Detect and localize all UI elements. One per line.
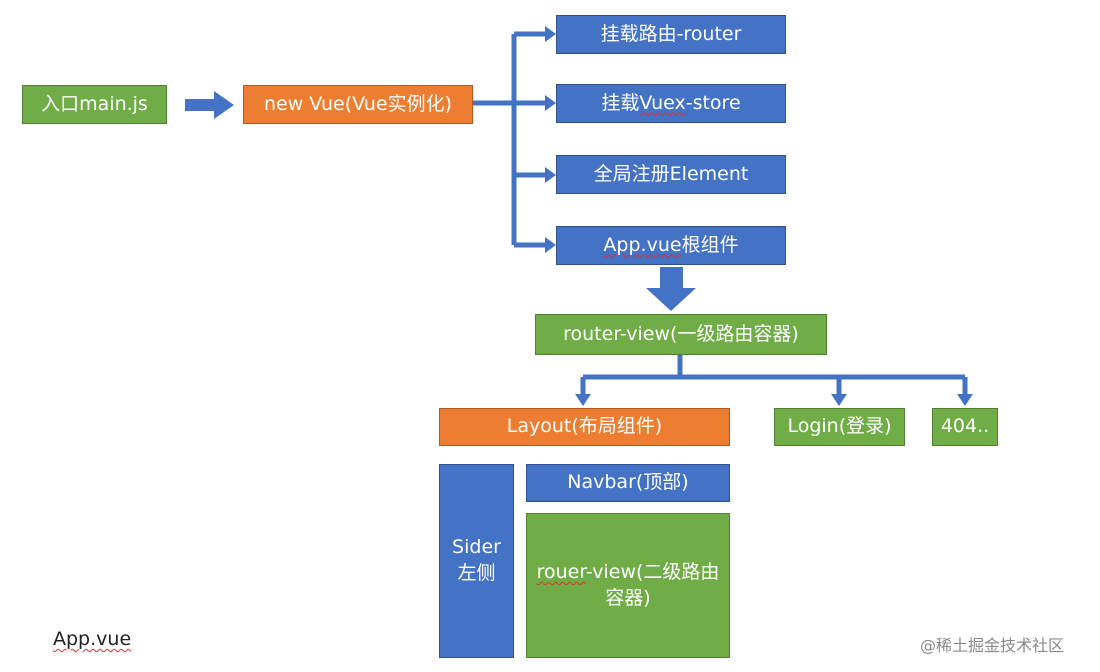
routerview-branch-arrowheads (575, 394, 973, 406)
sider-node: Sider 左侧 (439, 464, 514, 658)
entry-to-vue-arrow (185, 91, 234, 119)
sub-router-view-label: rouer-view(二级路由容器) (535, 560, 721, 611)
app-vue-node: App.vue根组件 (556, 226, 786, 265)
vuex-label-word: Vuex (639, 91, 686, 114)
new-vue-label: new Vue(Vue实例化) (263, 92, 452, 115)
sub-router-view-node: rouer-view(二级路由容器) (526, 513, 730, 658)
vue-branch-arrowheads (545, 26, 556, 253)
app-vue-label-suffix: 根组件 (681, 233, 739, 256)
entry-label: 入口main.js (41, 92, 148, 115)
routerview-branch-connector (580, 355, 968, 396)
sider-label-line1: Sider (452, 536, 501, 559)
app-to-routerview-arrow (646, 267, 696, 311)
app-vue-label: App.vue根组件 (603, 233, 738, 259)
router-view-node: router-view(一级路由容器) (535, 314, 827, 355)
sub-router-view-label-rest: -view(二级路由容器) (585, 560, 720, 609)
not-found-node: 404.. (932, 408, 998, 446)
layout-label: Layout(布局组件) (506, 415, 663, 438)
router-view-label: router-view(一级路由容器) (563, 322, 799, 345)
not-found-label: 404.. (940, 415, 990, 438)
watermark: @稀土掘金技术社区 (920, 636, 1065, 655)
login-label: Login(登录) (787, 415, 892, 438)
router-node: 挂载路由-router (556, 15, 786, 54)
app-vue-caption: App.vue (53, 628, 132, 650)
app-vue-label-word: App.vue (603, 233, 682, 256)
element-node: 全局注册Element (556, 155, 786, 194)
login-node: Login(登录) (774, 408, 905, 446)
new-vue-node: new Vue(Vue实例化) (243, 85, 473, 124)
vuex-label-prefix: 挂载 (601, 91, 640, 114)
vuex-label: 挂载Vuex-store (601, 91, 740, 117)
sider-label-line2: 左侧 (457, 562, 496, 584)
entry-node: 入口main.js (22, 85, 167, 124)
router-label: 挂载路由-router (600, 22, 742, 45)
layout-node: Layout(布局组件) (439, 408, 730, 446)
element-label: 全局注册Element (593, 162, 749, 185)
sub-router-view-label-word: rouer (536, 560, 586, 583)
vuex-node: 挂载Vuex-store (556, 84, 786, 123)
navbar-label: Navbar(顶部) (567, 471, 689, 494)
vue-branch-connector (473, 31, 547, 248)
navbar-node: Navbar(顶部) (526, 464, 730, 502)
vuex-label-suffix: -store (685, 91, 741, 114)
